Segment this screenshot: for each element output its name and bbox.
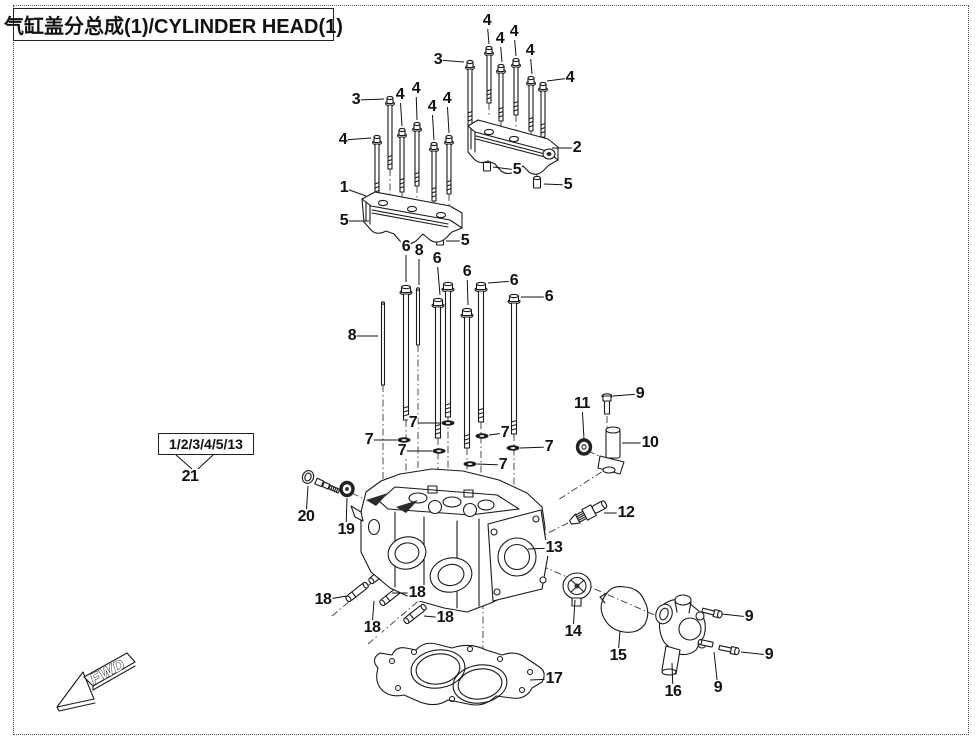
sleeve-pin-shape [345,581,369,603]
leader-line [399,94,403,127]
leader-line [612,393,641,397]
leader-line [529,50,533,75]
leader-line [322,595,348,601]
leader-line [431,106,435,141]
bolt-shape [510,57,522,133]
leader-line [355,98,385,101]
part-shape-cylinder-head [350,468,549,613]
bolt-shape [483,45,495,117]
group-box-pointer [175,454,214,470]
bolt-shape [537,81,549,151]
leader-line [543,183,569,186]
leader-line [721,613,750,618]
part-shape-screw [301,470,341,494]
leader-line [488,432,506,436]
washer-shape [397,437,411,443]
stud-shape [415,287,421,497]
bolt-shape [384,95,396,199]
leader-line [581,403,585,440]
leader-line [371,600,375,629]
leader-line [342,137,372,141]
part-shape-thermostat [562,572,592,607]
part-shape-temp-sensor [569,500,608,525]
leader-line [499,38,503,63]
leader-line [487,280,515,284]
leader-line [617,630,621,657]
washer-shape [463,461,477,467]
bolt-shape [525,75,537,145]
bolt-shape [441,281,455,509]
leader-line [513,31,517,57]
group-reference-label: 1/2/3/4/5/13 [169,436,243,452]
stud-shape [380,301,386,500]
part-shape-oring [575,438,593,456]
leader-line [713,651,719,689]
part-shape-thermostat-cover [655,594,740,676]
leader-line [446,98,450,134]
bolt-shape [428,141,440,217]
leader-line [345,497,348,531]
fwd-arrow: FWD [56,652,136,712]
part-shape-cover-gasket [599,586,649,633]
leader-line [486,20,490,45]
leader-line [415,88,418,121]
leader-line [436,258,441,296]
sleeve-pin-shape [403,603,427,625]
bolt-shape [507,293,521,520]
title-box: 气缸盖分总成(1)/CYLINDER HEAD(1) [4,8,343,41]
leader-line [466,271,469,306]
leader-line [305,485,309,518]
bolt-shape [411,121,423,206]
leader-lines-layer [305,20,770,693]
page-title: 气缸盖分总成(1)/CYLINDER HEAD(1) [4,16,343,38]
leader-line [437,59,465,63]
leader-line [546,77,571,82]
leader-line [343,187,367,197]
leader-line [740,651,770,656]
page-border [13,5,969,735]
leader-line [519,446,550,449]
part-shape-seal [339,480,355,498]
washer-shape [441,420,455,426]
assembly-centerline [351,492,367,501]
part-shape-joint-pipe [597,393,625,475]
leader-line [423,615,446,619]
part-shape-cam-holder-1 [361,191,463,245]
group-reference-box: 1/2/3/4/5/13 [158,433,254,455]
bolt-shape [443,134,455,212]
washer-shape [475,433,489,439]
leader-line [476,463,504,466]
assembly-centerline [587,450,613,463]
washer-shape [432,448,446,454]
fwd-label: FWD [87,656,128,688]
assembly-centerline [527,559,667,621]
washer-shape [506,445,520,451]
bolt-shape [495,63,507,135]
part-shape-head-gasket [373,642,545,706]
